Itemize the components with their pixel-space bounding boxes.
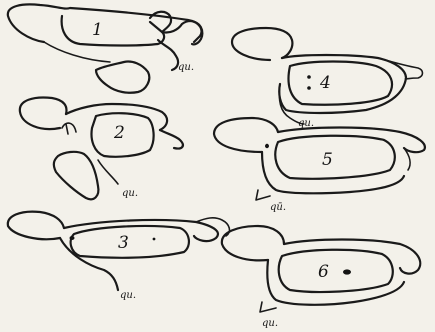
figure-3-number: 3 bbox=[118, 233, 129, 253]
figure-2-head-outline bbox=[20, 98, 67, 130]
figure-1: 1 qu. bbox=[8, 4, 202, 92]
figure-3-spot bbox=[153, 238, 156, 241]
figure-6-number: 6 bbox=[318, 262, 329, 282]
figure-1-head-outline bbox=[8, 4, 202, 42]
figure-5-spur bbox=[256, 190, 270, 200]
figure-6-spot bbox=[343, 269, 351, 274]
figure-5-number: 5 bbox=[322, 150, 333, 170]
figure-1-lower-lobe bbox=[96, 61, 149, 92]
figure-1-number: 1 bbox=[92, 20, 103, 40]
figure-2: 2 qu. bbox=[20, 98, 183, 200]
figure-6: 6 qu. bbox=[222, 226, 420, 329]
figure-6-head-outline bbox=[222, 226, 284, 260]
figure-5-body-outline bbox=[278, 128, 425, 153]
figure-4-spot-upper bbox=[307, 75, 311, 79]
figure-3: 3 qu. bbox=[8, 212, 230, 301]
figure-4-number: 4 bbox=[319, 73, 331, 93]
figure-5: 5 qū. bbox=[214, 118, 425, 213]
figure-3-head-outline bbox=[8, 212, 64, 240]
figure-3-mark bbox=[70, 236, 75, 240]
figure-6-body-outline bbox=[284, 240, 420, 274]
figure-6-spur bbox=[260, 302, 276, 312]
figure-2-dorsal-spine bbox=[160, 130, 183, 149]
figure-4-head-outline bbox=[232, 28, 292, 60]
figure-5-inner-chamber bbox=[275, 136, 395, 179]
figure-3-label: qu. bbox=[120, 290, 136, 301]
figure-3-inner-chamber bbox=[71, 226, 189, 258]
figure-2-ventral-lobe bbox=[54, 152, 99, 199]
figure-4: 4 qu. bbox=[232, 28, 423, 129]
figure-6-label: qu. bbox=[262, 318, 278, 329]
figure-2-appendage bbox=[98, 160, 118, 184]
figure-4-inner-chamber bbox=[289, 62, 393, 105]
figure-6-ventral-keel bbox=[267, 260, 404, 305]
figure-5-label: qū. bbox=[270, 202, 286, 213]
figure-6-inner-chamber bbox=[279, 250, 393, 292]
figure-2-label: qu. bbox=[122, 188, 138, 199]
figure-1-label: qu. bbox=[178, 62, 194, 73]
figure-4-spot-lower bbox=[307, 86, 311, 90]
figure-2-number: 2 bbox=[113, 123, 125, 143]
figure-2-flap bbox=[62, 123, 76, 134]
figure-5-mark bbox=[265, 144, 269, 148]
figure-1-inner-process bbox=[158, 40, 178, 70]
figure-1-body-outline bbox=[62, 16, 164, 46]
figure-3-ventral-keel bbox=[60, 238, 118, 290]
